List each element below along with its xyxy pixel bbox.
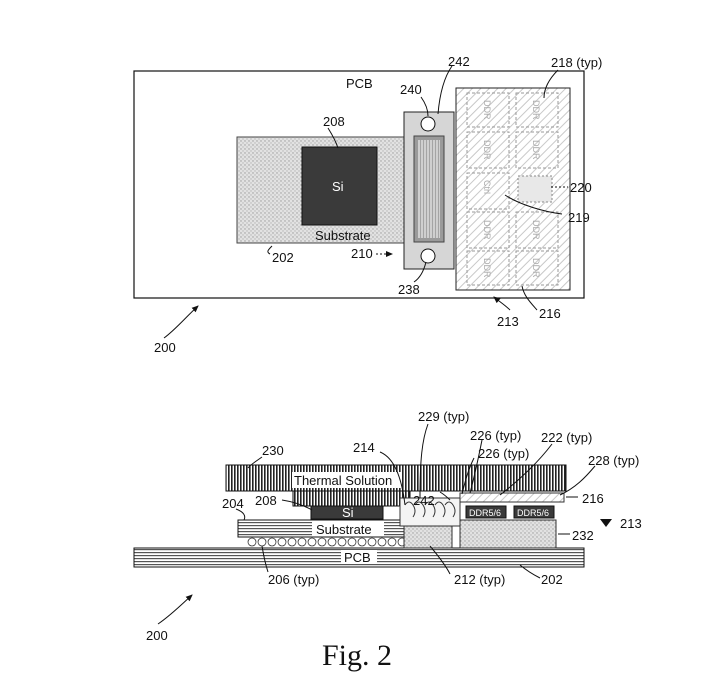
thermal-base <box>292 490 411 507</box>
ddr-label: DDR <box>482 220 492 240</box>
ref-229: 229 (typ) <box>418 409 469 424</box>
si-die <box>301 146 378 226</box>
side-view: Thermal Solution Si Substrate PCB <box>133 409 642 643</box>
ddr-label: DDR <box>531 220 541 240</box>
substrate-label-bg <box>312 522 384 536</box>
ref-218: 218 (typ) <box>551 55 602 70</box>
ref-219: 219 <box>568 210 590 225</box>
ddr-label: DDR <box>531 100 541 120</box>
ref-200-side: 200 <box>146 628 168 643</box>
ref-232: 232 <box>572 528 594 543</box>
ref-210: 210 <box>351 246 373 261</box>
ddr-chip <box>466 250 510 286</box>
ref-208: 208 <box>323 114 345 129</box>
ref-228: 228 (typ) <box>588 453 639 468</box>
ref-238: 238 <box>398 282 420 297</box>
interposer-212 <box>403 525 453 549</box>
si-side-label: Si <box>342 505 354 520</box>
ref-202: 202 <box>272 250 294 265</box>
ref-202-side: 202 <box>541 572 563 587</box>
ddr-chip <box>466 92 510 128</box>
ddr-label: DDR <box>482 100 492 120</box>
ref-226a: 226 (typ) <box>470 428 521 443</box>
ddr-board-side <box>459 492 565 503</box>
ddr-chip-side-2 <box>513 505 555 519</box>
ddr-module-board <box>455 87 571 291</box>
ddr-label: DDR <box>531 140 541 160</box>
ref-240: 240 <box>400 82 422 97</box>
ddr-label: DDR <box>531 258 541 278</box>
ddr-chip <box>466 211 510 249</box>
pcb-side-label: PCB <box>344 550 371 565</box>
ref-216: 216 <box>539 306 561 321</box>
ddr-label: DDR <box>482 140 492 160</box>
ref-200-top: 200 <box>154 340 176 355</box>
ref-213-arrow <box>600 519 612 527</box>
thermal-label: Thermal Solution <box>294 473 392 488</box>
ctrl-chip <box>466 172 510 210</box>
ddr-chip <box>515 250 559 286</box>
ref-226b: 226 (typ) <box>478 446 529 461</box>
alignment-hole-240 <box>420 116 436 132</box>
ddr-chip <box>515 211 559 249</box>
ctrl-label: Ctrl <box>482 180 492 194</box>
ddr-chip-side-1 <box>465 505 507 519</box>
substrate-label: Substrate <box>315 228 371 243</box>
ddr-chip <box>515 131 559 169</box>
ref-216-side: 216 <box>582 491 604 506</box>
ref-222: 222 (typ) <box>541 430 592 445</box>
ref-220: 220 <box>570 180 592 195</box>
thermal-label-bg <box>292 472 402 488</box>
pcb-label: PCB <box>346 76 373 91</box>
ref-230: 230 <box>262 443 284 458</box>
ref-213-side: 213 <box>620 516 642 531</box>
alignment-hole-238 <box>420 248 436 264</box>
ddr-side-label-1: DDR5/6 <box>469 508 501 518</box>
si-label: Si <box>332 179 344 194</box>
figure-caption: Fig. 2 <box>322 639 392 672</box>
pcb-label-bg <box>341 550 377 564</box>
ref-214: 214 <box>353 440 375 455</box>
ref-242: 242 <box>448 54 470 69</box>
ddr-side-label-2: DDR5/6 <box>517 508 549 518</box>
connector-springs <box>404 501 456 518</box>
ref-213-top: 213 <box>497 314 519 329</box>
top-view: PCB Si Substrate DDR DDR DDR DDR <box>133 54 602 355</box>
si-die-side <box>310 505 384 520</box>
ref-204: 204 <box>222 496 244 511</box>
ddr-chip <box>466 131 510 169</box>
support-232 <box>459 519 557 549</box>
ddr-chip <box>515 92 559 128</box>
ddr-chips: DDR DDR DDR DDR Ctrl DDR DDR DDR DDR <box>466 92 559 286</box>
ref-208-side: 208 <box>255 493 277 508</box>
substrate-side-label: Substrate <box>316 522 372 537</box>
ref-242-side: 242 <box>413 493 435 508</box>
component-220 <box>517 175 553 203</box>
ref-206: 206 (typ) <box>268 572 319 587</box>
ref-212: 212 (typ) <box>454 572 505 587</box>
connector-pins <box>418 140 440 238</box>
ddr-label: DDR <box>482 258 492 278</box>
